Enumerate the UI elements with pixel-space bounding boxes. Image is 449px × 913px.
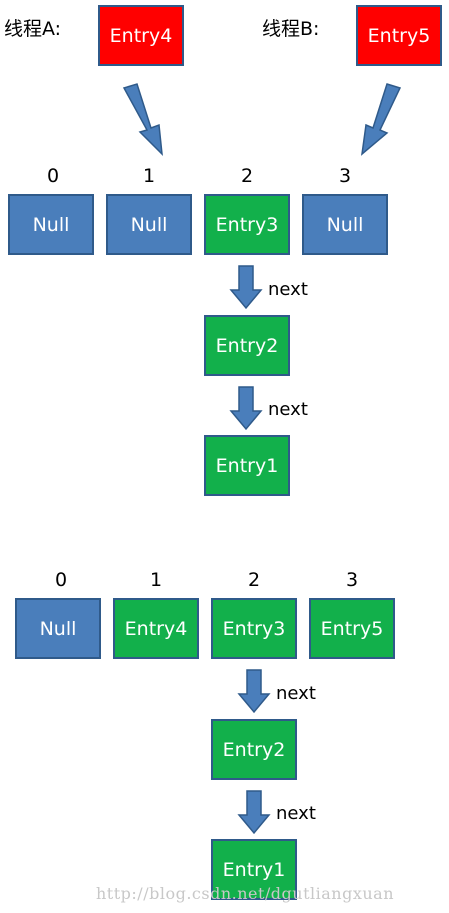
bottom-chain-entry-1-label: Entry1: [222, 858, 286, 881]
bottom-chain-entry-2-label: Entry2: [222, 738, 286, 761]
top-index-1: 1: [142, 165, 156, 187]
top-chain-entry-2: Entry2: [204, 315, 290, 376]
top-chain-entry-1: Entry1: [204, 435, 290, 496]
top-slot-2: Entry3: [204, 194, 290, 255]
thread-b-entry-box: Entry5: [356, 5, 442, 66]
top-chain-entry-2-label: Entry2: [215, 334, 279, 357]
bottom-next-label-2: next: [276, 803, 316, 824]
bottom-index-3: 3: [345, 569, 359, 591]
bottom-chain-entry-2: Entry2: [211, 719, 297, 780]
thread-a-entry-box: Entry4: [98, 5, 184, 66]
thread-b-label: 线程B:: [262, 18, 320, 40]
thread-a-entry-label: Entry4: [109, 24, 173, 47]
bottom-index-0: 0: [54, 569, 68, 591]
bottom-slot-2-label: Entry3: [222, 617, 286, 640]
bottom-down-arrow-1-icon: [237, 669, 271, 714]
thread-a-arrow-icon: [122, 83, 163, 157]
thread-a-label: 线程A:: [4, 18, 62, 40]
top-index-0: 0: [46, 165, 60, 187]
top-slot-1-label: Null: [130, 213, 168, 236]
bottom-down-arrow-2-icon: [237, 790, 271, 835]
top-slot-3: Null: [302, 194, 388, 255]
bottom-index-2: 2: [247, 569, 261, 591]
top-slot-2-label: Entry3: [215, 213, 279, 236]
thread-b-entry-label: Entry5: [367, 24, 431, 47]
bottom-slot-3: Entry5: [309, 598, 395, 659]
top-slot-1: Null: [106, 194, 192, 255]
top-index-3: 3: [338, 165, 352, 187]
bottom-slot-3-label: Entry5: [320, 617, 384, 640]
top-down-arrow-1-icon: [229, 265, 263, 310]
thread-b-arrow-icon: [360, 83, 402, 156]
watermark: http://blog.csdn.net/dgutliangxuan: [96, 884, 395, 903]
bottom-index-1: 1: [149, 569, 163, 591]
top-chain-entry-1-label: Entry1: [215, 454, 279, 477]
top-next-label-2: next: [268, 399, 308, 420]
bottom-slot-0-label: Null: [39, 617, 77, 640]
top-slot-0: Null: [8, 194, 94, 255]
top-next-label-1: next: [268, 279, 308, 300]
top-index-2: 2: [240, 165, 254, 187]
bottom-slot-2: Entry3: [211, 598, 297, 659]
bottom-slot-0: Null: [15, 598, 101, 659]
top-down-arrow-2-icon: [229, 386, 263, 431]
bottom-slot-1-label: Entry4: [124, 617, 188, 640]
top-slot-0-label: Null: [32, 213, 70, 236]
bottom-slot-1: Entry4: [113, 598, 199, 659]
bottom-next-label-1: next: [276, 683, 316, 704]
top-slot-3-label: Null: [326, 213, 364, 236]
bottom-chain-entry-1: Entry1: [211, 839, 297, 900]
